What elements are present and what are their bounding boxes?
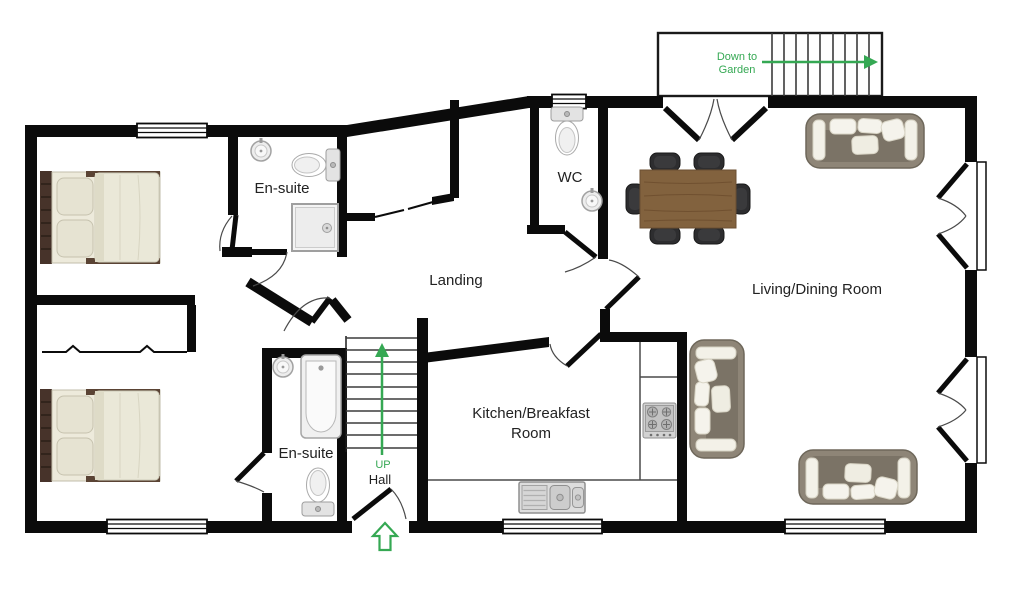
door-kitchen [549,332,603,368]
french-door-top [936,161,987,271]
door-ensuite-top [219,214,239,252]
door-ensuite-bottom [234,451,266,493]
chair-icon [693,225,725,245]
interior-walls [25,100,687,521]
room-label-landing: Landing [429,272,482,289]
room-label-wc: WC [558,169,583,186]
chair-icon [693,152,725,172]
entrance-arrow [370,521,400,552]
window-living [784,518,886,535]
room-label-ensuite-bottom: En-suite [278,445,333,462]
room-label-kitchen-line1: Kitchen/Breakfast [472,405,590,422]
window-bedroom1 [136,122,208,139]
toilet-icon [291,148,341,182]
door-wc [563,230,598,273]
bed-icon [39,388,161,483]
french-door-bottom [936,356,987,464]
cupboard-doors [374,201,434,218]
stairs-up-label: UP [375,459,390,471]
bed-icon [39,170,161,265]
staircase [345,336,417,455]
up-arrowhead [375,343,389,357]
garden-label-line1: Down to [717,51,757,63]
entrance-door [351,487,407,521]
dining-table-icon [639,169,737,229]
window-bedroom2 [106,518,208,535]
bathtub-icon [300,354,342,439]
sink-icon [250,137,272,162]
window-kitchen [502,518,603,535]
kitchen-sink-icon [518,481,586,514]
garden-double-door [662,98,769,143]
room-label-living-dining: Living/Dining Room [752,281,882,298]
toilet-icon [550,106,584,156]
kitchen-counter [428,342,677,481]
room-label-kitchen-line2: Room [511,425,551,442]
sofa-icon [805,113,925,169]
down-to-garden-arrowhead [864,55,878,69]
room-label-hall: Hall [369,472,392,487]
garden-label-line2: Garden [719,64,756,76]
garden-stairs: Down to Garden [656,31,884,98]
door-living [604,259,641,311]
chair-icon [649,225,681,245]
wardrobe-doors [42,344,187,353]
window-wc [551,93,587,110]
room-label-ensuite-top: En-suite [254,180,309,197]
sofa-icon [689,339,745,459]
toilet-icon [301,467,335,517]
door-bedroom1 [252,249,288,287]
shower-icon [291,203,339,252]
door-bedroom2 [283,296,333,332]
chair-icon [649,152,681,172]
stove-icon [642,402,677,439]
sofa-icon [798,449,918,505]
